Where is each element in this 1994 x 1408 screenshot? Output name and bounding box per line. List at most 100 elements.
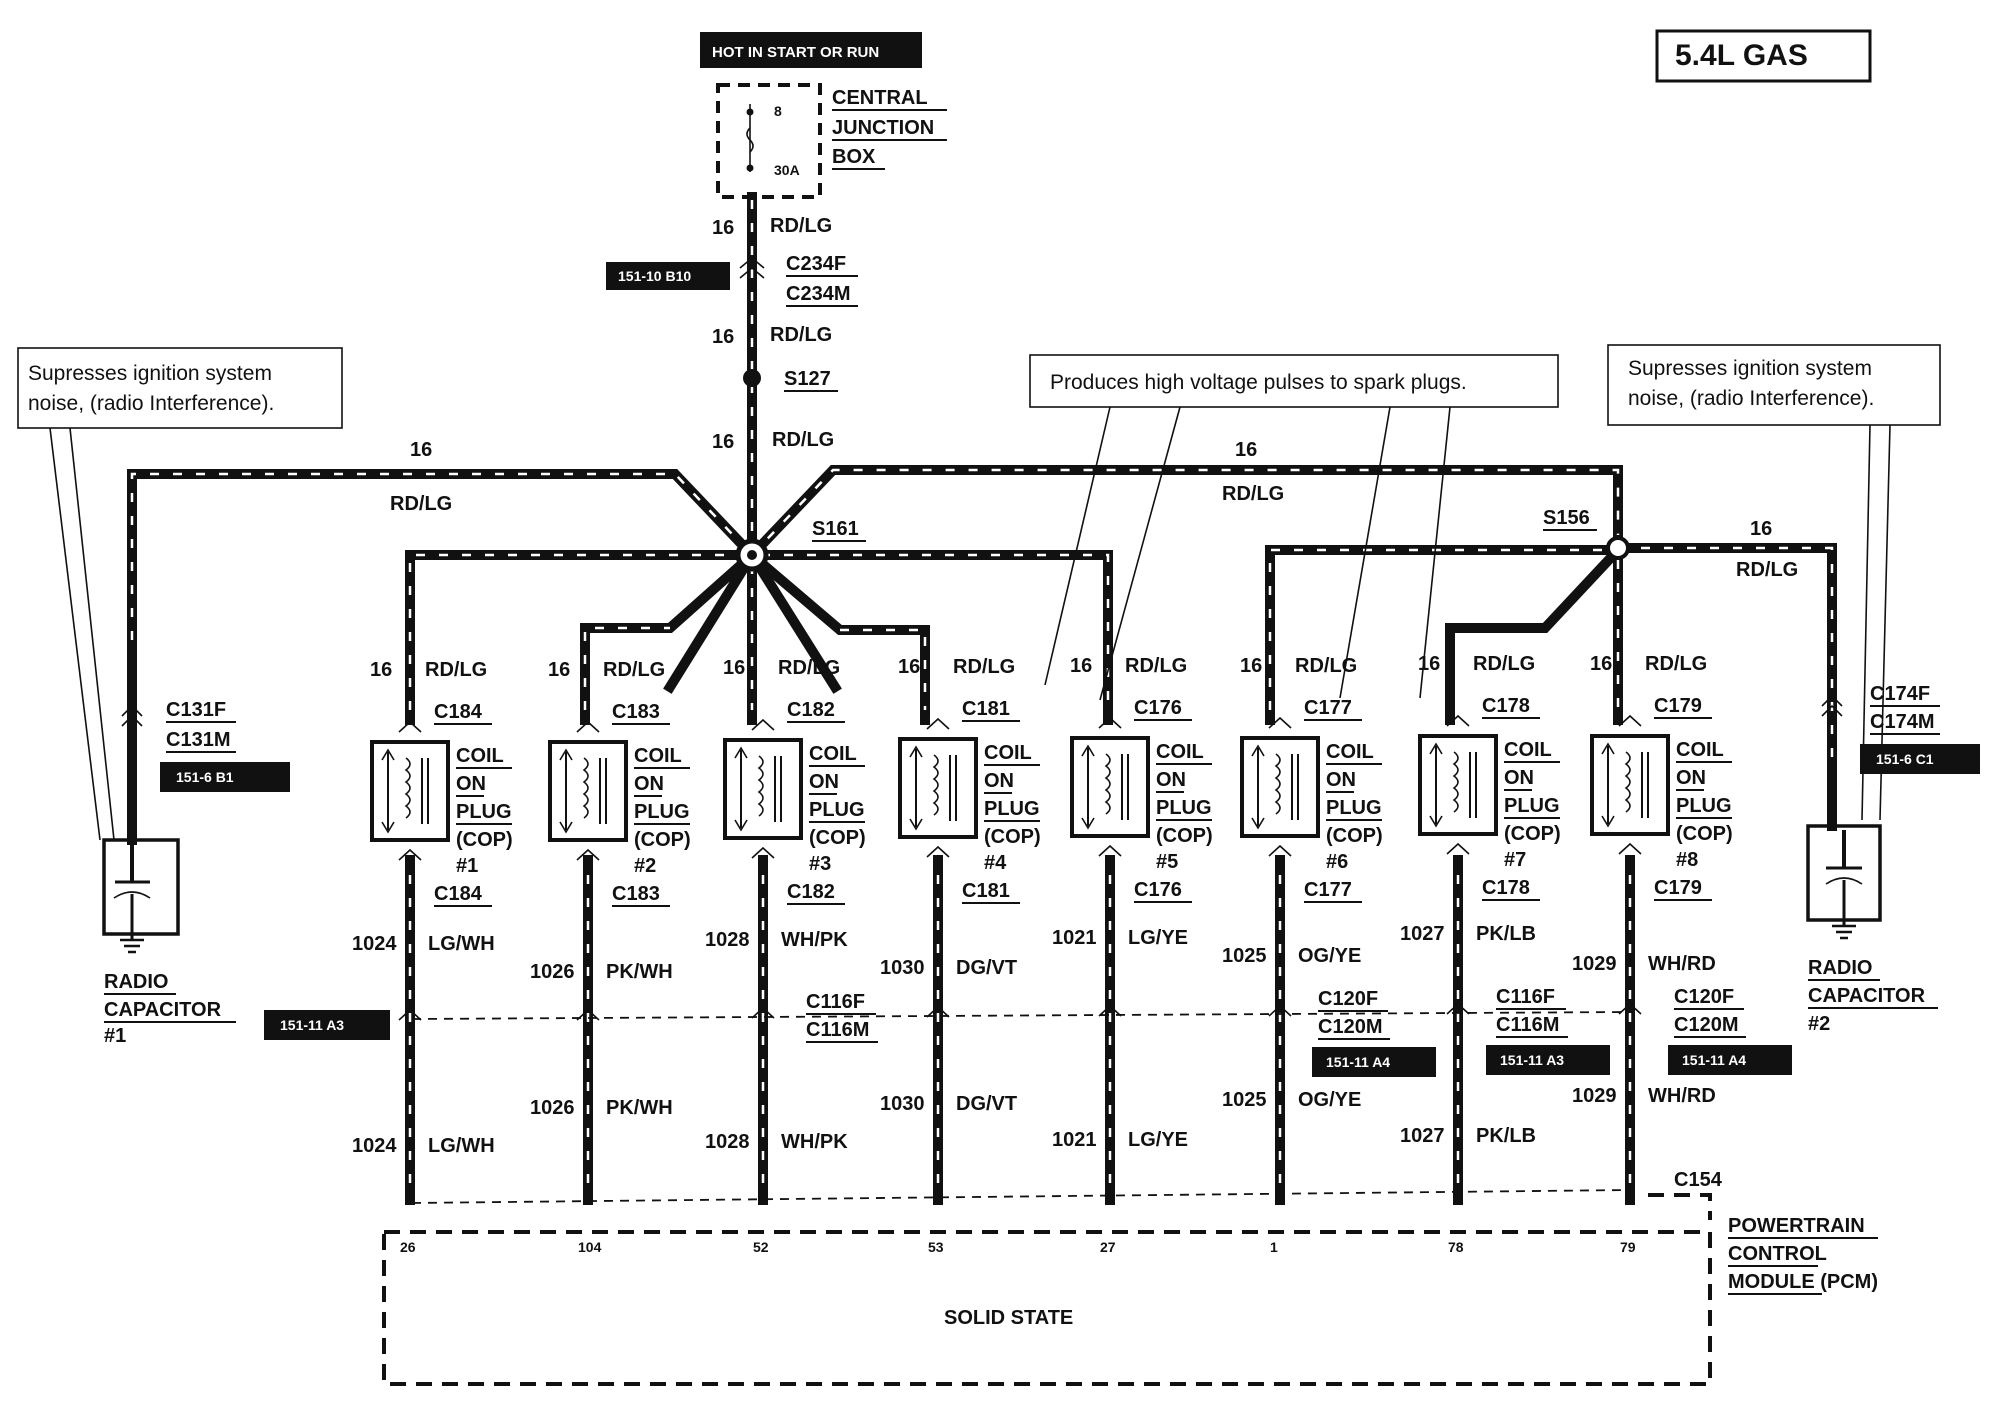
feed-label: HOT IN START OR RUN xyxy=(712,44,879,61)
right-feed-gauge: 16 xyxy=(1235,439,1257,461)
coil-4-pcm-pin: 53 xyxy=(928,1239,944,1255)
coil-2-arrow-down xyxy=(559,821,573,834)
coil-6-connector-mark-3 xyxy=(1268,1004,1292,1017)
coil-5-circuit-lower: 1021 xyxy=(1052,1129,1097,1151)
coil-8-connector-mark-3 xyxy=(1618,1002,1642,1015)
coil-6-feed-color: RD/LG xyxy=(1295,655,1357,677)
radio-cap-1-name-1: RADIO xyxy=(104,971,168,993)
coil-3-connector-top: C182 xyxy=(787,699,835,721)
box-name-line3: BOX xyxy=(832,146,876,168)
coil-winding-icon xyxy=(757,755,764,817)
trunk-color-3: RD/LG xyxy=(772,429,834,451)
box-name-line2: JUNCTION xyxy=(832,117,934,139)
fuse-terminal-top xyxy=(746,108,754,116)
note-noise-left: Supresses ignition system noise, (radio … xyxy=(17,347,343,841)
coil-4-feed-color: RD/LG xyxy=(953,656,1015,678)
coil-3-connector-mark-1 xyxy=(751,718,775,731)
right-feed-color: RD/LG xyxy=(1222,483,1284,505)
coil-2-circuit-upper: 1026 xyxy=(530,961,575,983)
box-name-line1: CENTRAL xyxy=(832,87,928,109)
coil-6-label-2: ON xyxy=(1326,769,1356,791)
coil-8-circuit-upper: 1029 xyxy=(1572,953,1617,975)
coil-8-arrow-down xyxy=(1601,815,1615,828)
trunk-gauge-3: 16 xyxy=(712,431,734,453)
coil-8-body xyxy=(1590,734,1670,836)
radio-cap-1-name-3: #1 xyxy=(104,1025,126,1047)
central-junction-box xyxy=(716,83,822,199)
coil-5-label-2: ON xyxy=(1156,769,1186,791)
coil-8-number: #8 xyxy=(1676,849,1698,871)
coil-8-arrow-up xyxy=(1601,742,1615,755)
coil-8-color-upper: WH/RD xyxy=(1648,953,1716,975)
s127-splice xyxy=(743,369,761,387)
coil-2-arrow-up xyxy=(559,748,573,761)
coil-2-connector-mark-2 xyxy=(576,848,600,861)
note-spark: Produces high voltage pulses to spark pl… xyxy=(1029,354,1559,701)
s161-label: S161 xyxy=(812,518,859,540)
coil-5-connector-top: C176 xyxy=(1134,697,1182,719)
inline-ref-3: 151-11 A3 xyxy=(1500,1052,1564,1068)
radio-cap-1-feed-gauge: 16 xyxy=(410,439,432,461)
coil-1-label-3: PLUG xyxy=(456,801,512,823)
coil-8-connector-mark-1 xyxy=(1618,714,1642,727)
coil-4-number: #4 xyxy=(984,852,1007,874)
feed-label-box xyxy=(700,32,922,68)
inline-conn-4-female: C120F xyxy=(1674,986,1734,1008)
note-spark-text: Produces high voltage pulses to spark pl… xyxy=(1050,371,1467,394)
radio-cap-1-female: C131F xyxy=(166,699,226,721)
pcm-name-3: MODULE (PCM) xyxy=(1728,1271,1878,1293)
coil-1-feed-gauge: 16 xyxy=(370,659,392,681)
coil-4-arrow-down xyxy=(909,818,923,831)
radio-cap-2-female: C174F xyxy=(1870,683,1930,705)
coil-7-connector-mark-2 xyxy=(1446,842,1470,855)
c234-female: C234F xyxy=(786,253,846,275)
coil-1-feed-color: RD/LG xyxy=(425,659,487,681)
coil-5-label-4: (COP) xyxy=(1156,825,1213,847)
coil-2-connector-top: C183 xyxy=(612,701,660,723)
coil-7-color-upper: PK/LB xyxy=(1476,923,1536,945)
coil-6-arrow-up xyxy=(1251,744,1265,757)
coil-7-feed-gauge: 16 xyxy=(1418,653,1440,675)
coil-8-pcm-pin: 79 xyxy=(1620,1239,1636,1255)
radio-cap-2-feed-color: RD/LG xyxy=(1736,559,1798,581)
coil-7-connector-bottom: C178 xyxy=(1482,877,1530,899)
coil-2-connector-mark-3 xyxy=(576,1008,600,1021)
coil-3-label-1: COIL xyxy=(809,743,857,765)
coil-6-label-3: PLUG xyxy=(1326,797,1382,819)
coil-5-connector-mark-1 xyxy=(1098,716,1122,729)
trunk-color-1: RD/LG xyxy=(770,215,832,237)
coil-1-arrow-up xyxy=(381,748,395,761)
coil-7-arrow-up xyxy=(1429,742,1443,755)
coil-7-number: #7 xyxy=(1504,849,1526,871)
coil-5-pcm-pin: 27 xyxy=(1100,1239,1116,1255)
coil-3-connector-mark-2 xyxy=(751,846,775,859)
coil-2-label-1: COIL xyxy=(634,745,682,767)
coil-6-connector-mark-2 xyxy=(1268,844,1292,857)
fuse-terminal-bottom xyxy=(746,164,754,172)
coil-7-arrow-down xyxy=(1429,815,1443,828)
coil-7-color-lower: PK/LB xyxy=(1476,1125,1536,1147)
inline-conn-3-male: C116M xyxy=(1496,1014,1559,1036)
coil-1-connector-top: C184 xyxy=(434,701,483,723)
coil-7-body xyxy=(1418,734,1498,836)
coil-4-body xyxy=(898,737,978,839)
pcm-box xyxy=(382,1230,1712,1386)
coil-6-label-4: (COP) xyxy=(1326,825,1383,847)
s127-label: S127 xyxy=(784,368,831,390)
c234-male: C234M xyxy=(786,283,850,305)
pcm-name-1: POWERTRAIN xyxy=(1728,1215,1865,1237)
radio-cap-1-ref-box xyxy=(160,762,290,792)
coil-5-connector-mark-3 xyxy=(1098,1004,1122,1017)
trunk-gauge-2: 16 xyxy=(712,326,734,348)
coil-7-label-3: PLUG xyxy=(1504,795,1560,817)
radio-cap-2-male: C174M xyxy=(1870,711,1934,733)
coil-1-color-upper: LG/WH xyxy=(428,933,495,955)
fuse-number: 8 xyxy=(774,103,782,119)
coil-4-feed-gauge: 16 xyxy=(898,656,920,678)
coil-7-circuit-lower: 1027 xyxy=(1400,1125,1445,1147)
coil-2-feed-color: RD/LG xyxy=(603,659,665,681)
title-box xyxy=(1655,29,1872,83)
